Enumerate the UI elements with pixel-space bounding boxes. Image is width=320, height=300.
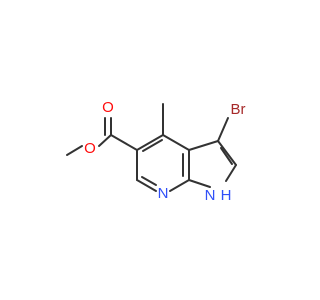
atom-pyrrole-hydrogen: H (221, 187, 232, 204)
bond-c3a-c3 (188, 140, 219, 151)
bond-n7-c6 (136, 179, 157, 192)
atom-pyrrole-nitrogen: N (205, 187, 216, 204)
bond-c3-c2-inner (220, 147, 233, 165)
bond-ester-o-carbon (98, 134, 112, 147)
bond-c3-c2 (217, 140, 237, 166)
bond-c4-c3a (162, 134, 190, 151)
bond-n1-c7a (188, 179, 211, 188)
bond-n7-c6-inner (141, 176, 157, 186)
atom-carbonyl-oxygen: O (102, 99, 114, 116)
bond-c5-c4 (136, 134, 164, 151)
atom-ester-oxygen: O (84, 140, 96, 157)
bond-ester-methyl (66, 145, 83, 156)
atom-bromine: Br (231, 101, 246, 118)
bond-layer (66, 103, 237, 192)
bond-c5-c4-inner (142, 139, 163, 152)
bond-carboxyl-ring (110, 134, 138, 151)
atom-pyridine-nitrogen: N (158, 185, 169, 202)
molecule-structure: O O Br N N H (66, 99, 246, 204)
bond-c7a-n7 (169, 179, 190, 192)
bond-c3-br (217, 117, 229, 142)
bond-c2-n1 (225, 164, 237, 182)
